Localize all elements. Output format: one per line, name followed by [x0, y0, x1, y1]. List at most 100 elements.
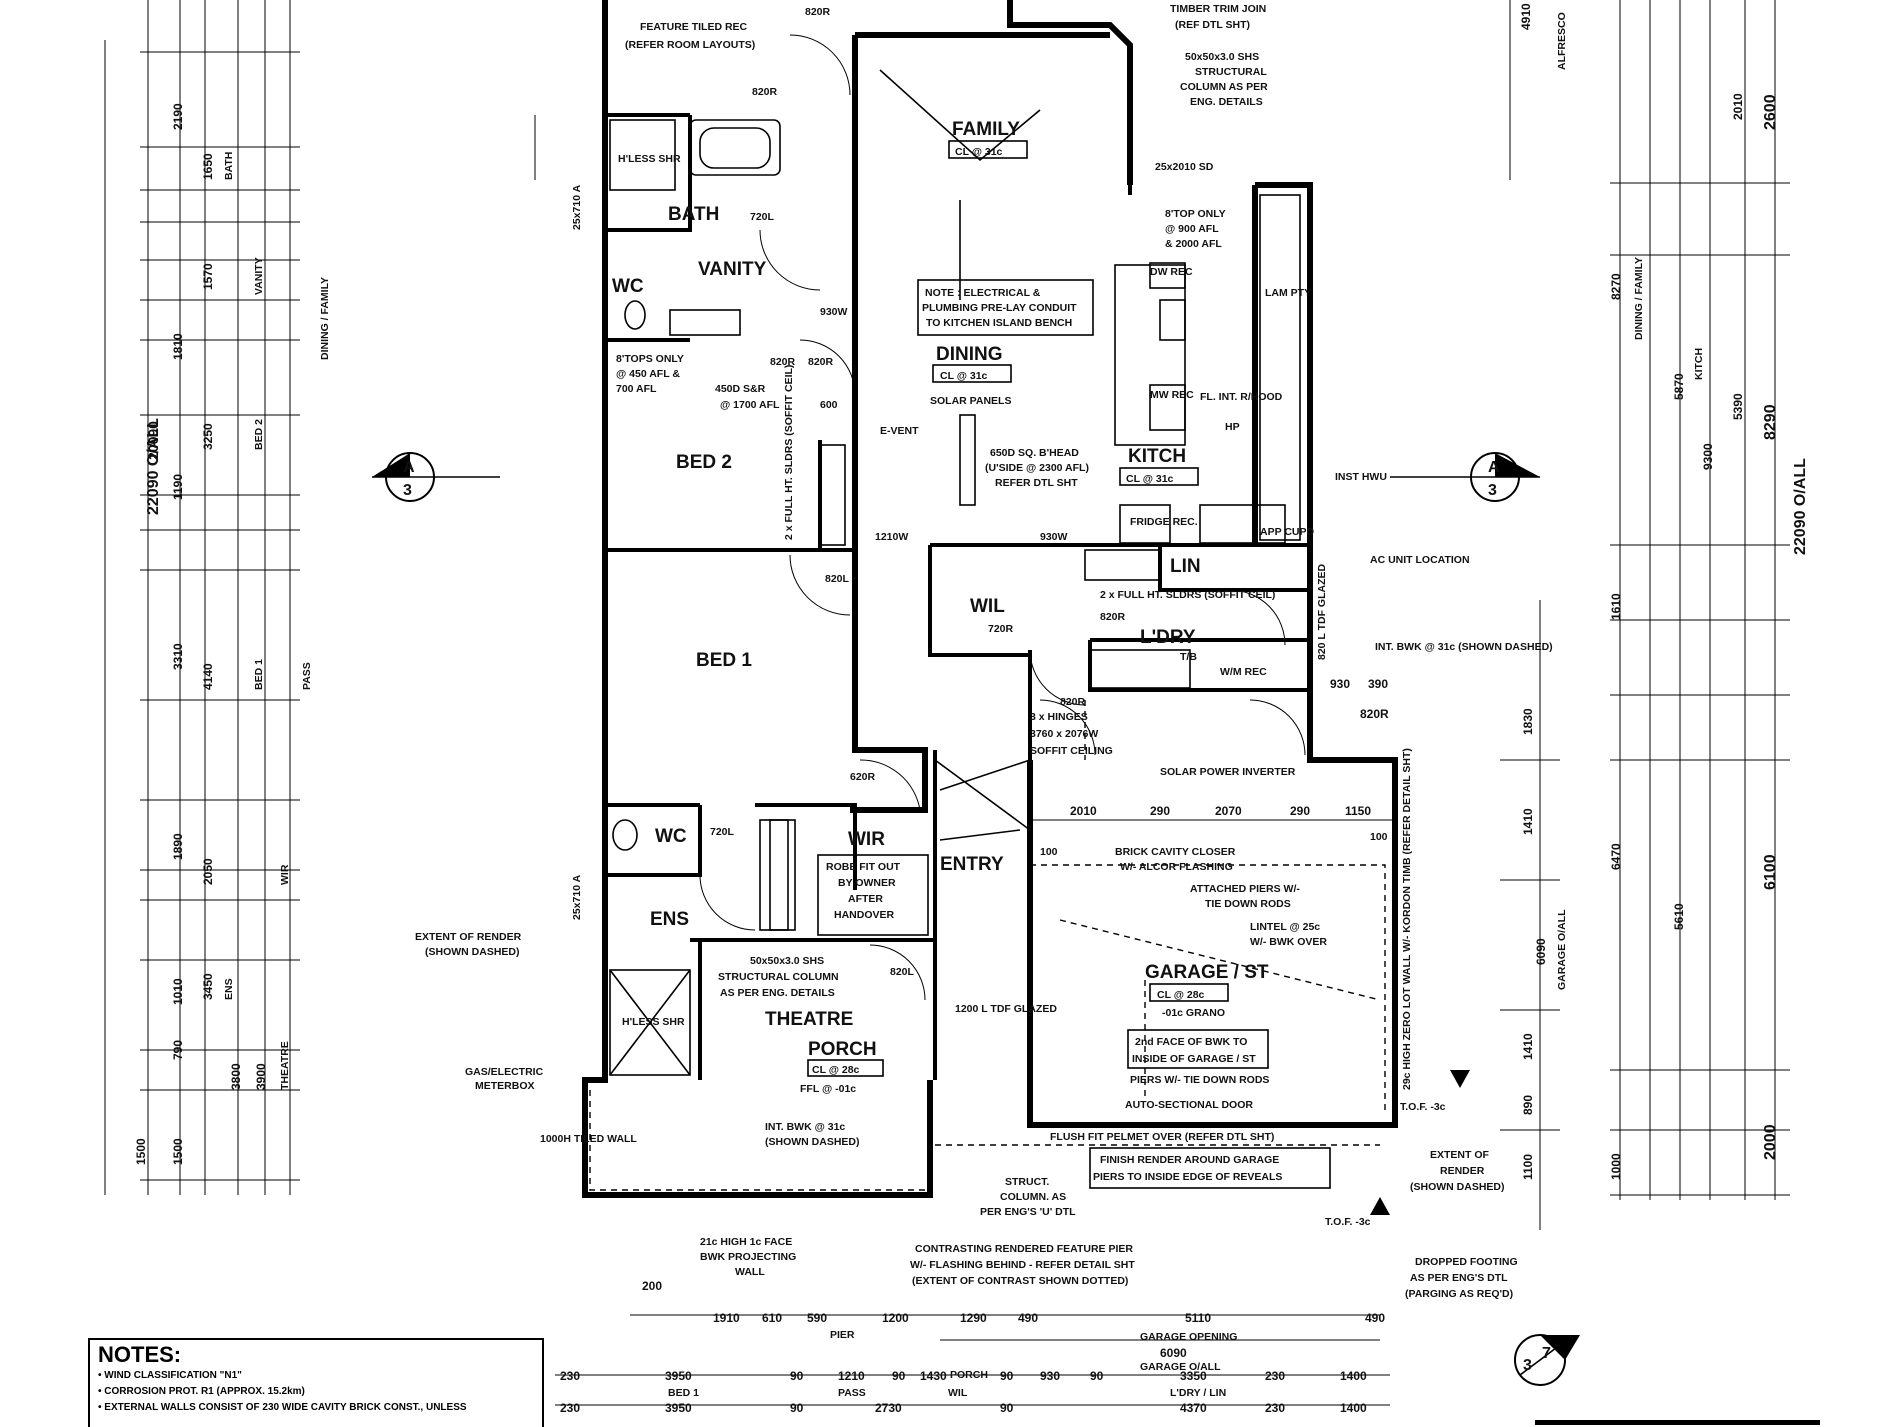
svg-text:1410: 1410 [1521, 1033, 1535, 1060]
dashed-lines [589, 69, 1386, 1191]
svg-text:620R: 620R [850, 771, 876, 783]
svg-text:1400: 1400 [1340, 1369, 1367, 1383]
dim-1810: 1810 [171, 333, 185, 360]
svg-text:820R: 820R [1060, 696, 1086, 708]
svg-text:HANDOVER: HANDOVER [834, 909, 895, 921]
svg-text:1210: 1210 [838, 1369, 865, 1383]
svg-text:@ 450 AFL &: @ 450 AFL & [616, 368, 680, 380]
dim-3250: 3250 [201, 423, 215, 450]
room-bath: BATH [668, 204, 719, 225]
svg-text:3: 3 [1523, 1357, 1532, 1374]
svg-text:@ 1700 AFL: @ 1700 AFL [720, 399, 780, 411]
svg-text:E-VENT: E-VENT [880, 425, 919, 437]
svg-text:INST HWU: INST HWU [1335, 471, 1387, 483]
svg-text:COLUMN AS PER: COLUMN AS PER [1180, 81, 1268, 93]
svg-text:820 L TDF GLAZED: 820 L TDF GLAZED [1316, 564, 1328, 660]
svg-text:SOLAR PANELS: SOLAR PANELS [930, 395, 1011, 407]
svg-text:25x710 A: 25x710 A [571, 874, 583, 920]
svg-text:EXTENT OF: EXTENT OF [1430, 1149, 1490, 1161]
svg-text:FINISH RENDER AROUND GARAGE: FINISH RENDER AROUND GARAGE [1100, 1154, 1279, 1166]
svg-text:W/- FLASHING BEHIND - REFER DE: W/- FLASHING BEHIND - REFER DETAIL SHT [910, 1259, 1135, 1271]
dim-4140: 4140 [201, 663, 215, 690]
svg-text:T/B: T/B [1180, 651, 1197, 663]
left-label-dining-family: DINING / FAMILY [319, 277, 331, 360]
svg-text:GAS/ELECTRIC: GAS/ELECTRIC [465, 1066, 544, 1078]
room-garage: GARAGE / ST [1145, 962, 1269, 983]
svg-text:29c HIGH ZERO LOT WALL W/- KOR: 29c HIGH ZERO LOT WALL W/- KORDON TIMB (… [1401, 748, 1413, 1090]
svg-text:21c HIGH 1c FACE: 21c HIGH 1c FACE [700, 1236, 792, 1248]
svg-text:(U'SIDE @ 2300 AFL): (U'SIDE @ 2300 AFL) [985, 462, 1089, 474]
svg-text:AUTO-SECTIONAL DOOR: AUTO-SECTIONAL DOOR [1125, 1099, 1253, 1111]
svg-text:4370: 4370 [1180, 1401, 1207, 1415]
svg-text:2010: 2010 [1070, 804, 1097, 818]
svg-text:610: 610 [762, 1311, 782, 1325]
svg-text:5390: 5390 [1731, 393, 1745, 420]
svg-text:100: 100 [1370, 831, 1388, 843]
svg-text:RENDER: RENDER [1440, 1165, 1485, 1177]
left-label-wir: WIR [279, 864, 291, 885]
svg-text:90: 90 [892, 1369, 906, 1383]
svg-text:AS PER ENG. DETAILS: AS PER ENG. DETAILS [720, 987, 835, 999]
svg-text:DROPPED FOOTING: DROPPED FOOTING [1415, 1256, 1518, 1268]
svg-text:A: A [403, 459, 415, 476]
room-porch-ffl: FFL @ -01c [800, 1083, 856, 1095]
room-dining-cl: CL @ 31c [940, 370, 988, 382]
dim-3310: 3310 [171, 643, 185, 670]
room-wil: WIL [970, 596, 1005, 617]
svg-text:3: 3 [1488, 482, 1497, 499]
svg-text:INSIDE OF GARAGE / ST: INSIDE OF GARAGE / ST [1132, 1053, 1256, 1065]
svg-text:820R: 820R [805, 6, 831, 18]
svg-text:490: 490 [1365, 1311, 1385, 1325]
svg-text:REFER DTL SHT: REFER DTL SHT [995, 477, 1078, 489]
svg-text:90: 90 [1000, 1369, 1014, 1383]
svg-text:6090: 6090 [1160, 1346, 1187, 1360]
dim-1570: 1570 [201, 263, 215, 290]
svg-text:LAM PTY: LAM PTY [1265, 287, 1311, 299]
bath-fixtures [609, 119, 789, 1076]
svg-text:1410: 1410 [1521, 808, 1535, 835]
svg-text:PIERS TO INSIDE EDGE OF REVEAL: PIERS TO INSIDE EDGE OF REVEALS [1093, 1171, 1282, 1183]
title-block-edge [1535, 1420, 1820, 1425]
svg-text:820L: 820L [825, 573, 850, 585]
svg-text:290: 290 [1290, 804, 1310, 818]
section-marker-right: A 3 [1390, 452, 1540, 502]
svg-text:SOFFIT CEILING: SOFFIT CEILING [1030, 745, 1113, 757]
dim-1190: 1190 [171, 474, 185, 500]
svg-text:6100: 6100 [1762, 854, 1779, 890]
svg-text:9300: 9300 [1701, 443, 1715, 470]
dim-3450: 3450 [201, 973, 215, 1000]
notes-item: CORROSION PROT. R1 (APPROX. 15.2km) [98, 1384, 542, 1400]
svg-text:FL. INT. R/HOOD: FL. INT. R/HOOD [1200, 391, 1283, 403]
svg-text:3 x HINGES: 3 x HINGES [1030, 711, 1088, 723]
svg-text:PIER: PIER [830, 1329, 855, 1341]
dim-1650: 1650 [201, 153, 215, 180]
room-bed1: BED 1 [696, 650, 752, 671]
svg-text:1000: 1000 [1609, 1153, 1623, 1180]
svg-text:1200: 1200 [882, 1311, 909, 1325]
svg-text:(SHOWN DASHED): (SHOWN DASHED) [765, 1136, 860, 1148]
svg-text:820L: 820L [890, 966, 915, 978]
svg-text:6470: 6470 [1609, 843, 1623, 870]
svg-text:2 x FULL HT. SLDRS (SOFFIT CEI: 2 x FULL HT. SLDRS (SOFFIT CEIL) [1100, 589, 1275, 601]
svg-text:HP: HP [1225, 421, 1240, 433]
svg-text:720L: 720L [750, 211, 775, 223]
svg-text:(SHOWN DASHED): (SHOWN DASHED) [425, 946, 520, 958]
svg-text:1910: 1910 [713, 1311, 740, 1325]
svg-text:230: 230 [560, 1401, 580, 1415]
svg-text:CONTRASTING RENDERED FEATURE P: CONTRASTING RENDERED FEATURE PIER [915, 1243, 1133, 1255]
svg-text:290: 290 [1150, 804, 1170, 818]
svg-text:1000H TILED WALL: 1000H TILED WALL [540, 1133, 637, 1145]
svg-text:DW REC: DW REC [1150, 266, 1193, 278]
left-overall-dim-2: 20090 [145, 421, 161, 460]
svg-text:700 AFL: 700 AFL [616, 383, 657, 395]
notes-title: NOTES: [98, 1342, 182, 1367]
svg-text:590: 590 [807, 1311, 827, 1325]
left-label-pass: PASS [301, 662, 313, 690]
svg-text:AFTER: AFTER [848, 893, 883, 905]
room-wc2: WC [655, 826, 687, 847]
svg-text:1400: 1400 [1340, 1401, 1367, 1415]
svg-text:2nd FACE OF BWK TO: 2nd FACE OF BWK TO [1135, 1036, 1247, 1048]
svg-text:6090: 6090 [1534, 938, 1548, 965]
svg-text:490: 490 [1018, 1311, 1038, 1325]
right-dimension-lines: 22090 O/ALL 8290 6100 2000 2600 GARAGE O… [1500, 0, 1809, 1230]
